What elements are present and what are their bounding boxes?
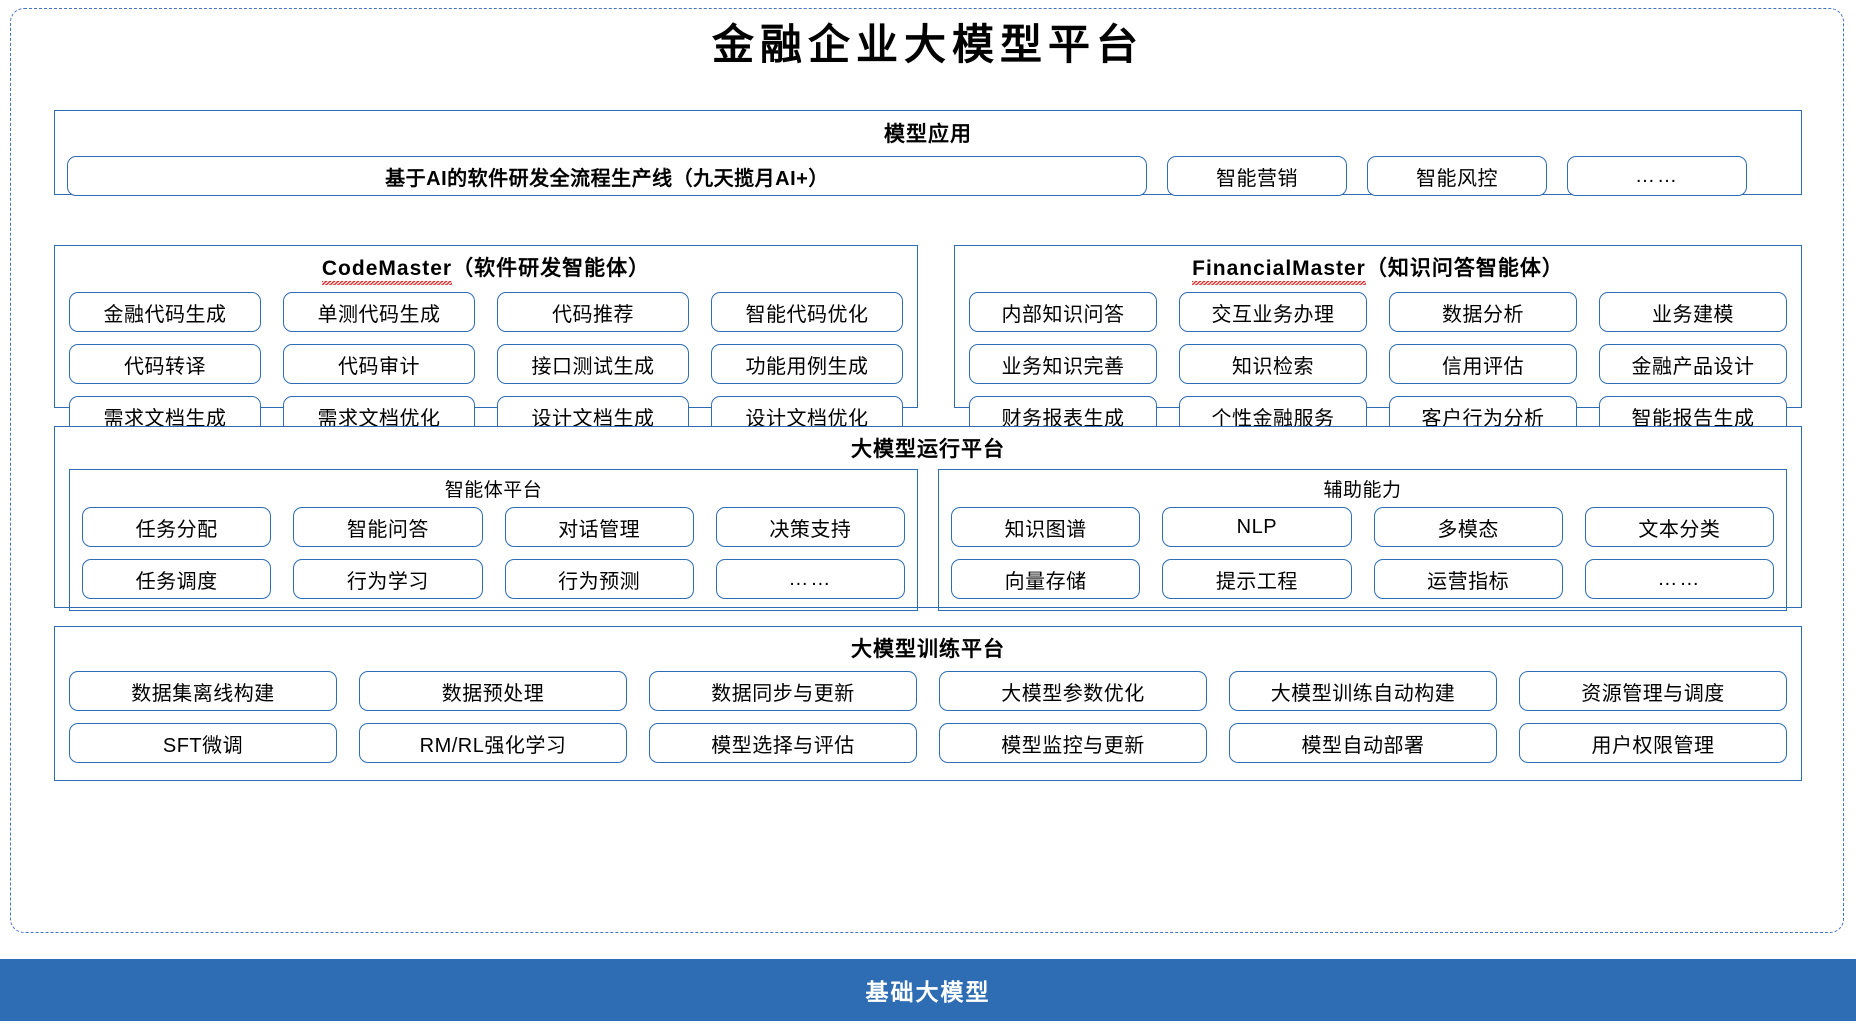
- section-runtime-platform: 大模型运行平台 智能体平台 任务分配 智能问答 对话管理 决策支持 任务调度 行…: [54, 426, 1802, 611]
- base-model-bar: 基础大模型: [0, 959, 1856, 1021]
- chip-financial-master-0[interactable]: 内部知识问答: [969, 292, 1157, 332]
- agent-platform-grid: 任务分配 智能问答 对话管理 决策支持 任务调度 行为学习 行为预测 ……: [82, 507, 905, 599]
- chip-code-master-4[interactable]: 代码转译: [69, 344, 261, 384]
- runtime-subsections: 智能体平台 任务分配 智能问答 对话管理 决策支持 任务调度 行为学习 行为预测…: [55, 469, 1801, 611]
- chip-support-capability-2[interactable]: 多模态: [1373, 507, 1563, 547]
- chip-code-master-6[interactable]: 接口测试生成: [497, 344, 689, 384]
- chip-support-capability-0[interactable]: 知识图谱: [951, 507, 1141, 547]
- section-training-platform: 大模型训练平台 数据集离线构建 数据预处理 数据同步与更新 大模型参数优化 大模…: [54, 626, 1802, 781]
- section-code-master: CodeMaster（软件研发智能体） 金融代码生成 单测代码生成 代码推荐 智…: [54, 245, 918, 436]
- section-title-runtime-platform: 大模型运行平台: [851, 438, 1005, 461]
- chip-ai-software-pipeline[interactable]: 基于AI的软件研发全流程生产线（九天揽月AI+）: [67, 156, 1147, 196]
- chip-code-master-3[interactable]: 智能代码优化: [711, 292, 903, 332]
- outer-dashed-frame: [10, 8, 1844, 933]
- training-platform-grid: 数据集离线构建 数据预处理 数据同步与更新 大模型参数优化 大模型训练自动构建 …: [69, 671, 1787, 763]
- chip-more-applications[interactable]: ……: [1567, 156, 1747, 196]
- chip-financial-master-6[interactable]: 信用评估: [1389, 344, 1577, 384]
- chip-agent-platform-1[interactable]: 智能问答: [293, 507, 483, 547]
- chip-code-master-0[interactable]: 金融代码生成: [69, 292, 261, 332]
- chip-financial-master-4[interactable]: 业务知识完善: [969, 344, 1157, 384]
- chip-support-capability-3[interactable]: 文本分类: [1584, 507, 1774, 547]
- subsection-agent-platform: 智能体平台 任务分配 智能问答 对话管理 决策支持 任务调度 行为学习 行为预测…: [69, 469, 918, 611]
- chip-training-4[interactable]: 大模型训练自动构建: [1229, 671, 1497, 711]
- chip-agent-platform-3[interactable]: 决策支持: [715, 507, 905, 547]
- chip-financial-master-7[interactable]: 金融产品设计: [1599, 344, 1787, 384]
- financial-master-suffix: （知识问答智能体）: [1365, 257, 1564, 280]
- chip-code-master-7[interactable]: 功能用例生成: [711, 344, 903, 384]
- chip-financial-master-3[interactable]: 业务建模: [1599, 292, 1787, 332]
- chip-code-master-2[interactable]: 代码推荐: [497, 292, 689, 332]
- financial-master-capability-grid: 内部知识问答 交互业务办理 数据分析 业务建模 业务知识完善 知识检索 信用评估…: [969, 292, 1787, 436]
- chip-training-11[interactable]: 用户权限管理: [1519, 723, 1787, 763]
- section-title-code-master: CodeMaster（软件研发智能体）: [69, 252, 903, 285]
- page-title: 金融企业大模型平台: [711, 20, 1144, 69]
- chip-training-8[interactable]: 模型选择与评估: [649, 723, 917, 763]
- section-title-model-application: 模型应用: [884, 123, 972, 146]
- subsection-title-agent-platform: 智能体平台: [444, 480, 543, 501]
- chip-agent-platform-5[interactable]: 行为学习: [293, 559, 483, 599]
- chip-training-0[interactable]: 数据集离线构建: [69, 671, 337, 711]
- chip-code-master-1[interactable]: 单测代码生成: [283, 292, 475, 332]
- chip-agent-platform-4[interactable]: 任务调度: [82, 559, 272, 599]
- section-title-training-platform: 大模型训练平台: [851, 638, 1005, 661]
- chip-training-9[interactable]: 模型监控与更新: [939, 723, 1207, 763]
- chip-training-3[interactable]: 大模型参数优化: [939, 671, 1207, 711]
- subsection-support-capability: 辅助能力 知识图谱 NLP 多模态 文本分类 向量存储 提示工程 运营指标 ……: [938, 469, 1787, 611]
- model-application-row: 基于AI的软件研发全流程生产线（九天揽月AI+） 智能营销 智能风控 ……: [67, 156, 1789, 196]
- section-financial-master: FinancialMaster（知识问答智能体） 内部知识问答 交互业务办理 数…: [954, 245, 1802, 436]
- chip-support-capability-5[interactable]: 提示工程: [1162, 559, 1352, 599]
- chip-training-10[interactable]: 模型自动部署: [1229, 723, 1497, 763]
- chip-smart-risk-control[interactable]: 智能风控: [1367, 156, 1547, 196]
- code-master-suffix: （软件研发智能体）: [452, 257, 651, 280]
- chip-financial-master-5[interactable]: 知识检索: [1179, 344, 1367, 384]
- chip-training-5[interactable]: 资源管理与调度: [1519, 671, 1787, 711]
- subsection-title-support-capability: 辅助能力: [1323, 480, 1402, 501]
- section-model-application: 模型应用 基于AI的软件研发全流程生产线（九天揽月AI+） 智能营销 智能风控 …: [54, 110, 1802, 196]
- chip-agent-platform-2[interactable]: 对话管理: [504, 507, 694, 547]
- chip-agent-platform-0[interactable]: 任务分配: [82, 507, 272, 547]
- code-master-name: CodeMaster: [321, 257, 453, 285]
- base-model-label: 基础大模型: [865, 979, 991, 1005]
- section-title-financial-master: FinancialMaster（知识问答智能体）: [969, 252, 1787, 285]
- chip-agent-platform-6[interactable]: 行为预测: [504, 559, 694, 599]
- code-master-capability-grid: 金融代码生成 单测代码生成 代码推荐 智能代码优化 代码转译 代码审计 接口测试…: [69, 292, 903, 436]
- chip-training-7[interactable]: RM/RL强化学习: [359, 723, 627, 763]
- chip-financial-master-1[interactable]: 交互业务办理: [1179, 292, 1367, 332]
- chip-support-capability-6[interactable]: 运营指标: [1373, 559, 1563, 599]
- chip-financial-master-2[interactable]: 数据分析: [1389, 292, 1577, 332]
- chip-training-6[interactable]: SFT微调: [69, 723, 337, 763]
- chip-training-1[interactable]: 数据预处理: [359, 671, 627, 711]
- chip-training-2[interactable]: 数据同步与更新: [649, 671, 917, 711]
- chip-smart-marketing[interactable]: 智能营销: [1167, 156, 1347, 196]
- chip-code-master-5[interactable]: 代码审计: [283, 344, 475, 384]
- chip-support-capability-more[interactable]: ……: [1584, 559, 1774, 599]
- chip-support-capability-4[interactable]: 向量存储: [951, 559, 1141, 599]
- chip-support-capability-1[interactable]: NLP: [1162, 507, 1352, 547]
- support-capability-grid: 知识图谱 NLP 多模态 文本分类 向量存储 提示工程 运营指标 ……: [951, 507, 1774, 599]
- chip-agent-platform-more[interactable]: ……: [715, 559, 905, 599]
- financial-master-name: FinancialMaster: [1192, 257, 1366, 285]
